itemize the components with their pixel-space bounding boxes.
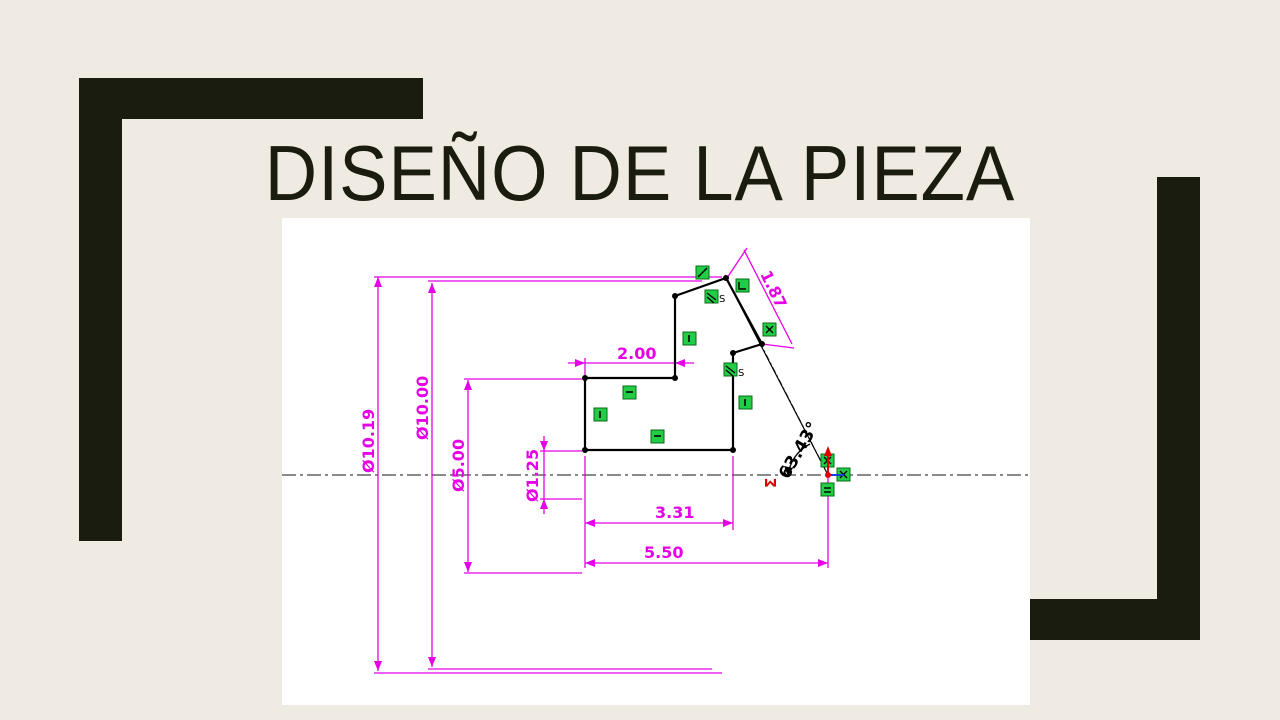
sketch-canvas: Ø10.19 Ø10.00 Ø5.00 Ø1.25 2.00 3.31 5.50… bbox=[282, 247, 1030, 674]
dimension-diameter-5-00[interactable]: Ø5.00 bbox=[449, 439, 468, 492]
perpendicular-relation-icon[interactable] bbox=[735, 278, 750, 293]
dimension-diameter-10-00[interactable]: Ø10.00 bbox=[413, 376, 432, 440]
symmetric-relation-label: S bbox=[738, 368, 744, 379]
dimension-diameter-10-19[interactable]: Ø10.19 bbox=[359, 409, 378, 473]
dimension-length-2-00[interactable]: 2.00 bbox=[617, 344, 656, 363]
parallel-relation-icon[interactable] bbox=[723, 362, 738, 377]
horizontal-relation-icon[interactable] bbox=[622, 385, 637, 400]
relation-icons bbox=[593, 265, 851, 497]
vertical-relation-icon[interactable] bbox=[682, 331, 697, 346]
origin-icon bbox=[824, 446, 844, 478]
slanted-edge bbox=[725, 277, 829, 476]
dimension-lines bbox=[374, 247, 829, 674]
frame-top-left-horizontal bbox=[79, 78, 423, 119]
frame-bottom-right-horizontal bbox=[1030, 599, 1200, 640]
symmetric-relation-label: S bbox=[719, 294, 725, 305]
sigma-symbol: Σ bbox=[762, 478, 780, 488]
frame-top-left-vertical bbox=[79, 78, 122, 541]
dimension-length-1-87[interactable]: 1.87 bbox=[756, 267, 790, 311]
parallel-relation-icon[interactable] bbox=[704, 289, 719, 304]
sketch-points bbox=[582, 275, 765, 453]
horizontal-relation-icon[interactable] bbox=[820, 482, 835, 497]
slide-title: DISEÑO DE LA PIEZA bbox=[264, 129, 1016, 217]
vertical-relation-icon[interactable] bbox=[593, 407, 608, 422]
frame-bottom-right-vertical bbox=[1157, 177, 1200, 640]
dimension-angle[interactable]: 63.43° bbox=[775, 419, 823, 483]
dimension-length-5-50[interactable]: 5.50 bbox=[644, 543, 683, 562]
parallel-relation-icon[interactable] bbox=[695, 265, 710, 280]
dimension-diameter-1-25[interactable]: Ø1.25 bbox=[523, 449, 542, 502]
coincident-relation-icon[interactable] bbox=[762, 322, 777, 337]
vertical-relation-icon[interactable] bbox=[738, 395, 753, 410]
dimension-arrows bbox=[374, 277, 828, 671]
dimension-length-3-31[interactable]: 3.31 bbox=[655, 503, 694, 522]
horizontal-relation-icon[interactable] bbox=[650, 429, 665, 444]
sketch-drawing[interactable]: Ø10.19 Ø10.00 Ø5.00 Ø1.25 2.00 3.31 5.50… bbox=[282, 218, 1030, 705]
